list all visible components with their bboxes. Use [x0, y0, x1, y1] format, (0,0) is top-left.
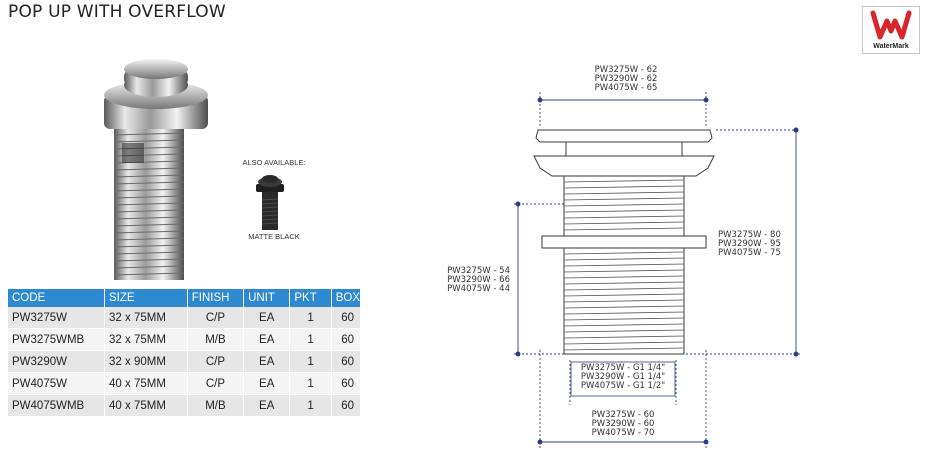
cell-box: 60	[331, 394, 362, 417]
column-header-unit: UNIT	[243, 289, 291, 307]
dimension-total-height: PW3275W - 80 PW3290W - 95 PW4075W - 75	[718, 230, 781, 258]
product-spec-table: CODE SIZE FINISH UNIT PKT BOX PW3275W 32…	[8, 289, 362, 417]
cell-pkt: 1	[289, 328, 332, 351]
cell-code: PW4075WMB	[8, 394, 106, 417]
cell-unit: EA	[243, 350, 291, 373]
table-row: PW3290W 32 x 90MM C/P EA 1 60	[8, 350, 362, 373]
watermark-logo: WaterMark	[862, 6, 920, 54]
cell-code: PW3275W	[8, 307, 106, 329]
cell-code: PW3275WMB	[8, 328, 106, 351]
cell-finish: C/P	[187, 350, 245, 373]
dimension-thread-length: PW3275W - 54 PW3290W - 66 PW4075W - 44	[447, 266, 510, 294]
product-photo	[104, 59, 208, 280]
cell-unit: EA	[243, 372, 291, 395]
cell-box: 60	[331, 307, 362, 329]
cell-code: PW4075W	[8, 372, 106, 395]
matte-black-label: MATTE BLACK	[248, 232, 300, 241]
cell-box: 60	[331, 350, 362, 373]
column-header-pkt: PKT	[289, 289, 332, 307]
cell-unit: EA	[243, 394, 291, 417]
cell-unit: EA	[243, 307, 291, 329]
cell-unit: EA	[243, 328, 291, 351]
table-row: PW3275W 32 x 75MM C/P EA 1 60	[8, 307, 362, 329]
technical-drawing	[514, 92, 800, 448]
cell-size: 40 x 75MM	[104, 372, 188, 395]
cell-pkt: 1	[289, 350, 332, 373]
cell-pkt: 1	[289, 307, 332, 329]
cell-size: 32 x 75MM	[104, 307, 188, 329]
dimension-top-width: PW3275W - 62 PW3290W - 62 PW4075W - 65	[594, 65, 658, 93]
watermark-w-icon	[870, 10, 912, 40]
column-header-size: SIZE	[104, 289, 188, 307]
cell-finish: C/P	[187, 307, 245, 329]
column-header-finish: FINISH	[187, 289, 245, 307]
cell-pkt: 1	[289, 394, 332, 417]
table-row: PW4075WMB 40 x 75MM M/B EA 1 60	[8, 394, 362, 417]
matte-black-product-photo	[256, 175, 284, 230]
page-title: POP UP WITH OVERFLOW	[8, 2, 226, 22]
table-row: PW4075W 40 x 75MM C/P EA 1 60	[8, 372, 362, 395]
cell-box: 60	[331, 372, 362, 395]
cell-pkt: 1	[289, 372, 332, 395]
column-header-box: BOX	[331, 289, 362, 307]
cell-finish: C/P	[187, 372, 245, 395]
cell-size: 32 x 90MM	[104, 350, 188, 373]
cell-finish: M/B	[187, 394, 245, 417]
thread-lines	[563, 179, 685, 351]
thread-size-box	[570, 361, 676, 397]
cell-finish: M/B	[187, 328, 245, 351]
cell-size: 32 x 75MM	[104, 328, 188, 351]
cell-code: PW3290W	[8, 350, 106, 373]
cell-box: 60	[331, 328, 362, 351]
column-header-code: CODE	[8, 289, 106, 307]
table-header-row: CODE SIZE FINISH UNIT PKT BOX	[8, 289, 362, 307]
dimension-thread-size: PW3275W - G1 1/4" PW3290W - G1 1/4" PW40…	[580, 363, 666, 391]
dimension-lines	[514, 92, 800, 448]
table-row: PW3275WMB 32 x 75MM M/B EA 1 60	[8, 328, 362, 351]
also-available-label: ALSO AVAILABLE:	[242, 158, 306, 167]
cell-size: 40 x 75MM	[104, 394, 188, 417]
dimension-bottom-width: PW3275W - 60 PW3290W - 60 PW4075W - 70	[591, 410, 655, 438]
watermark-label: WaterMark	[873, 43, 909, 50]
